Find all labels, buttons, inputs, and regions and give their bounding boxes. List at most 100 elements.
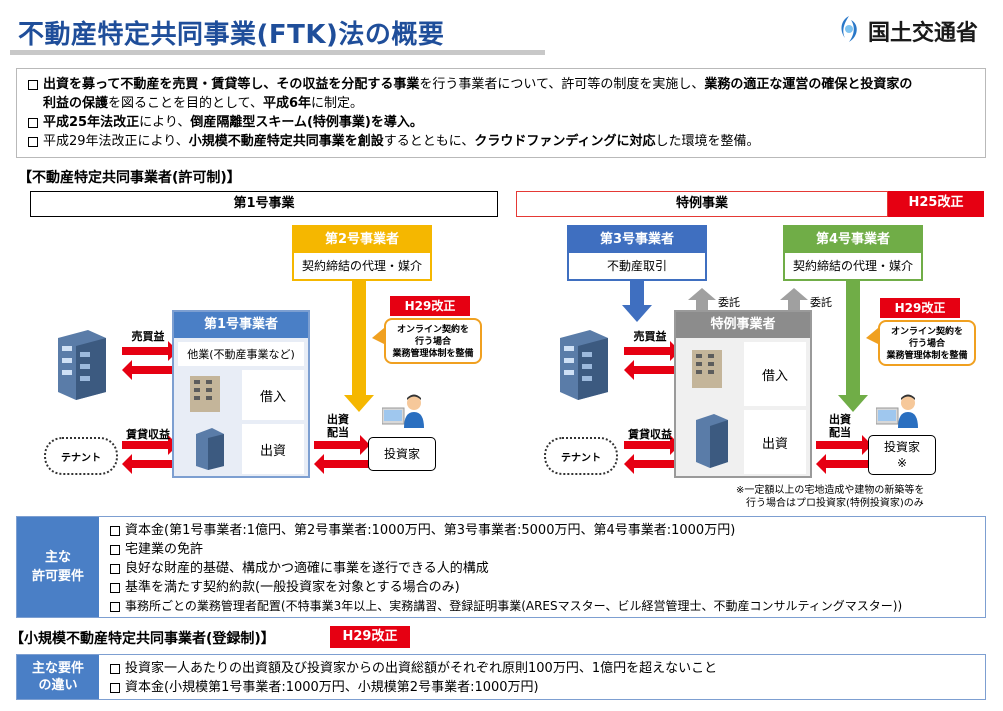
operator-4-title: 第4号事業者 — [785, 227, 921, 253]
rent-profit-arrow-right — [122, 435, 178, 455]
intro-text: した環境を整備。 — [655, 134, 760, 149]
license-requirements-label: 主な 許可要件 — [17, 517, 99, 617]
page-title: 不動産特定共同事業(FTK)法の概要 — [18, 20, 445, 50]
operator-3-title: 第3号事業者 — [569, 227, 705, 253]
intro-text: 平成29年法改正により、 — [43, 134, 189, 149]
intro-box: 出資を募って不動産を売買・賃貸等し、その収益を分配する事業を行う事業者について、… — [16, 68, 986, 158]
footnote-text: 行う場合はプロ投資家(特例投資家)のみ — [746, 498, 924, 509]
property-building-icon — [190, 376, 224, 470]
investor-note-mark: ※ — [896, 456, 908, 470]
h29-revision-tag-right: H29改正 — [880, 298, 960, 318]
section-heading-small-scale: 【小規模不動産特定共同事業者(登録制)】 — [10, 631, 275, 647]
intro-text: を行う事業者について、許可等の制度を実施し、 — [419, 77, 705, 92]
intro-text: 倒産隔離型スキーム(特例事業)を導入。 — [190, 115, 423, 130]
requirement-item: 良好な財産的基礎、構成かつ適確に事業を遂行できる人的構成 — [109, 559, 902, 578]
requirement-item: 宅建業の免許 — [109, 540, 902, 559]
borrowing-cell-2: 借入 — [744, 342, 806, 406]
online-contract-note-right: オンライン契約を 行う場合 業務管理体制を整備 — [878, 320, 976, 366]
investment-cell-2: 出資 — [744, 410, 806, 474]
dividend-text: 配当 — [327, 426, 349, 439]
intro-text: 平成25年法改正 — [43, 115, 140, 130]
rent-profit-label: 賃貸収益 — [126, 428, 170, 441]
intro-text: に制定。 — [311, 96, 364, 111]
borrowing-cell: 借入 — [242, 370, 304, 420]
note-text: 行う場合 — [414, 337, 451, 347]
dividend-text: 出資 — [829, 413, 851, 426]
bubble-pointer-2 — [866, 328, 878, 344]
other-business-cell: 他業(不動産事業など) — [178, 342, 304, 366]
property-building-icon — [692, 350, 728, 468]
intro-text: により、 — [139, 115, 191, 130]
ministry-logo-icon — [841, 16, 857, 42]
note-text: 行う場合 — [908, 339, 945, 349]
tenant-left: テナント — [44, 437, 118, 475]
investor-box-left: 投資家 — [368, 437, 436, 471]
ministry-name: 国土交通省 — [868, 21, 979, 46]
intro-text: 利益の保護 — [43, 96, 109, 111]
op4-arrow-head — [838, 395, 868, 412]
license-requirements-list: 資本金(第1号事業者:1億円、第2号事業者:1000万円、第3号事業者:5000… — [109, 521, 902, 616]
intro-text: 業務の適正な運営の確保と投資家の — [704, 77, 913, 92]
dividend-label-2: 出資 配当 — [820, 413, 860, 439]
intro-text: するとともに、 — [383, 134, 475, 149]
note-text: オンライン契約を — [890, 327, 963, 337]
dividend-arrow-left — [314, 454, 370, 474]
note-text: 業務管理体制を整備 — [886, 351, 968, 361]
special-operator-box: 特例事業者 借入 出資 — [674, 310, 812, 478]
operator-1-box: 第1号事業者 他業(不動産事業など) 借入 出資 — [172, 310, 310, 478]
entrust-label-1: 委託 — [718, 296, 740, 309]
label-text: 許可要件 — [31, 569, 84, 584]
rent-profit-label-2: 賃貸収益 — [628, 428, 672, 441]
requirement-item: 資本金(第1号事業者:1億円、第2号事業者:1000万円、第3号事業者:5000… — [109, 521, 902, 540]
label-text: の違い — [38, 678, 78, 693]
operator-3-box: 第3号事業者 不動産取引 — [567, 225, 707, 281]
note-text: オンライン契約を — [396, 325, 469, 335]
sale-profit-arrow-left-2 — [624, 360, 680, 380]
label-text: 主な要件 — [31, 661, 84, 676]
footnote-text: ※一定額以上の宅地造成や建物の新築等を — [736, 485, 925, 496]
small-scale-requirements-label: 主な要件 の違い — [17, 655, 99, 699]
operator-4-role: 契約締結の代理・媒介 — [785, 253, 921, 279]
section-heading-licensed: 【不動産特定共同事業者(許可制)】 — [18, 170, 241, 186]
op3-arrow-head — [622, 305, 652, 322]
investor-text: 投資家 — [883, 440, 920, 454]
h29-revision-tag-left: H29改正 — [390, 296, 470, 316]
type1-business-header: 第1号事業 — [30, 191, 498, 217]
bubble-pointer-1 — [372, 328, 384, 344]
h25-revision-tag: H25改正 — [888, 191, 984, 217]
dividend-text: 出資 — [327, 413, 349, 426]
dividend-arrow-left-2 — [816, 454, 872, 474]
investor-box-right: 投資家 ※ — [868, 435, 936, 475]
requirement-item: 基準を満たす契約約款(一般投資家を対象とする場合のみ) — [109, 578, 902, 597]
dividend-text: 配当 — [829, 426, 851, 439]
small-scale-requirements-block: 主な要件 の違い 投資家一人あたりの出資額及び投資家からの出資総額がそれぞれ原則… — [16, 654, 986, 700]
h29-revision-tag-section2: H29改正 — [330, 626, 410, 648]
op2-arrow-head — [344, 395, 374, 412]
sale-profit-label: 売買益 — [131, 330, 165, 343]
special-business-header: 特例事業 — [516, 191, 888, 217]
operator-2-title: 第2号事業者 — [294, 227, 430, 253]
op4-connector — [846, 279, 860, 397]
label-text: 主な — [44, 550, 71, 565]
tenant-right: テナント — [544, 437, 618, 475]
entrust-arrow-2 — [780, 288, 808, 310]
online-contract-note-left: オンライン契約を 行う場合 業務管理体制を整備 — [384, 318, 482, 364]
investor-person-icon — [382, 394, 424, 428]
sale-profit-arrow-right — [122, 341, 178, 361]
sale-profit-arrow-left — [122, 360, 178, 380]
rent-profit-arrow-left-2 — [624, 454, 680, 474]
operator-4-box: 第4号事業者 契約締結の代理・媒介 — [783, 225, 923, 281]
intro-text: 平成6年 — [262, 96, 312, 111]
intro-text: 小規模不動産特定共同事業を創設 — [188, 134, 384, 149]
requirement-item: 投資家一人あたりの出資額及び投資家からの出資総額がそれぞれ原則100万円、1億円… — [109, 659, 717, 678]
entrust-label-2: 委託 — [810, 296, 832, 309]
requirement-item: 事務所ごとの業務管理者配置(不特事業3年以上、実務講習、登録証明事業(ARESマ… — [109, 597, 902, 616]
op2-connector — [352, 279, 366, 397]
license-requirements-block: 主な 許可要件 資本金(第1号事業者:1億円、第2号事業者:1000万円、第3号… — [16, 516, 986, 618]
intro-line-3: 平成29年法改正により、小規模不動産特定共同事業を創設するとともに、クラウドファ… — [27, 132, 975, 151]
intro-line-1: 出資を募って不動産を売買・賃貸等し、その収益を分配する事業を行う事業者について、… — [27, 75, 975, 94]
building-icon — [560, 330, 608, 400]
small-scale-requirements-list: 投資家一人あたりの出資額及び投資家からの出資総額がそれぞれ原則100万円、1億円… — [109, 659, 717, 697]
dividend-arrow-right — [314, 435, 370, 455]
